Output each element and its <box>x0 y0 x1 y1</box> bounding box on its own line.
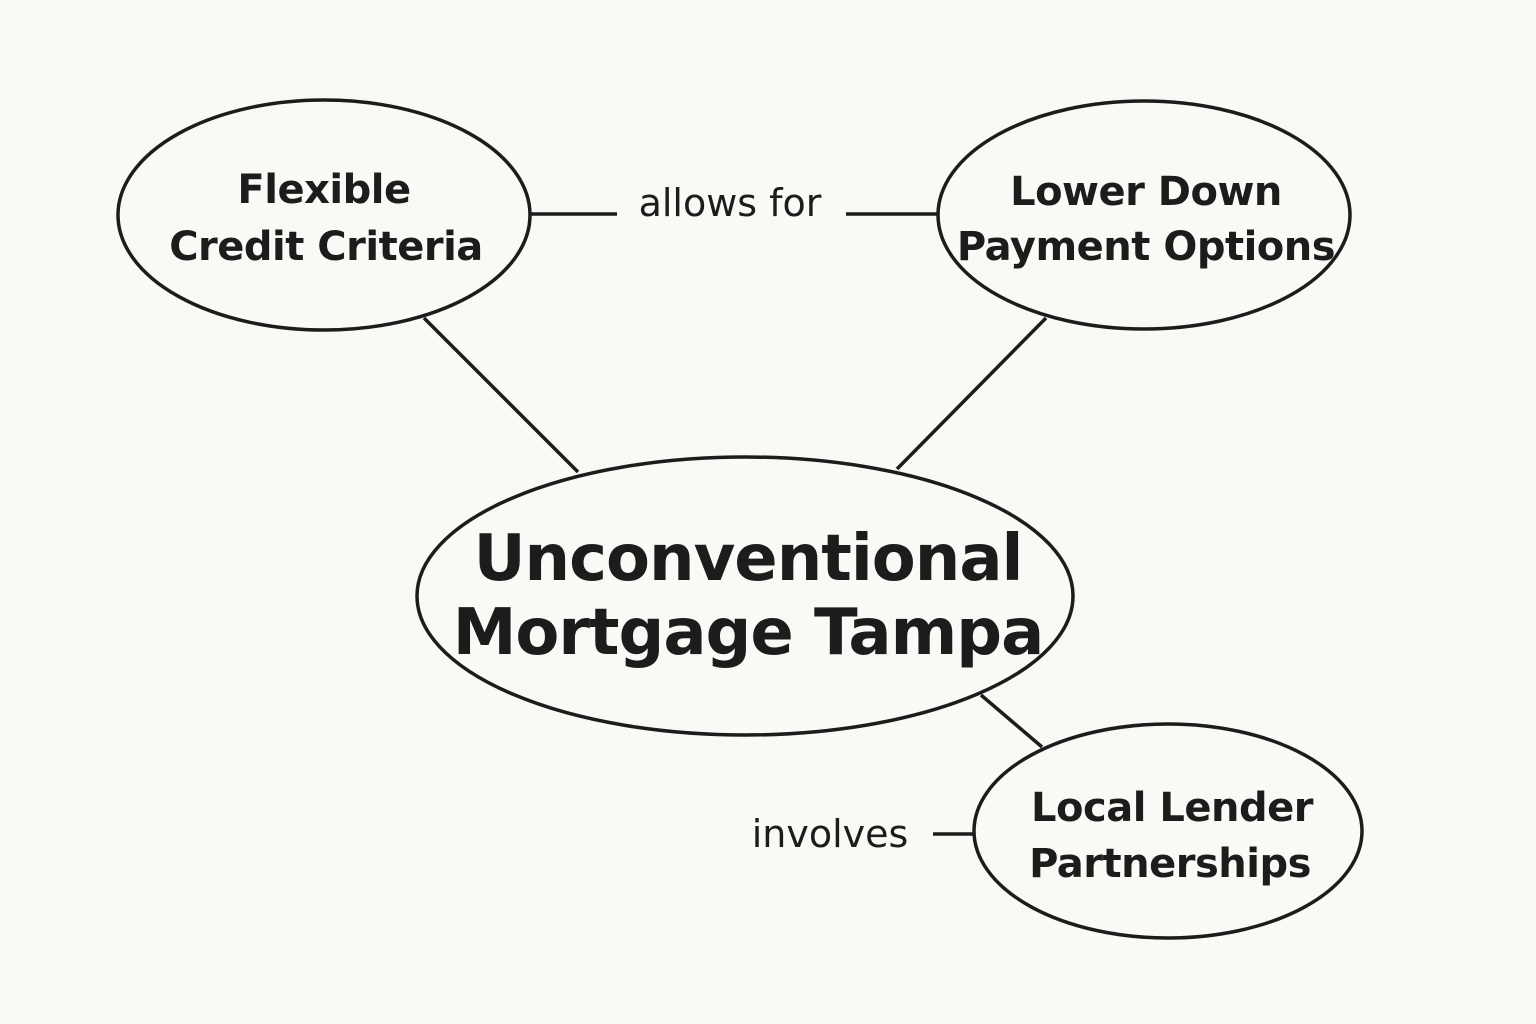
connectors <box>422 212 1048 836</box>
edge-central-local <box>979 693 1044 749</box>
node-label-line1: Local Lender <box>1031 785 1314 831</box>
node-flexible-credit-criteria: Flexible Credit Criteria <box>116 98 532 332</box>
node-label-line1: Flexible <box>237 167 410 213</box>
node-local-lender-partnerships: Local Lender Partnerships <box>972 722 1364 940</box>
node-label-line2: Partnerships <box>1029 841 1311 887</box>
node-unconventional-mortgage-tampa: Unconventional Mortgage Tampa <box>415 455 1075 737</box>
edge-flexible-central <box>422 316 580 474</box>
node-lower-down-payment-options: Lower Down Payment Options <box>936 99 1352 331</box>
node-label-line1: Lower Down <box>1010 169 1282 215</box>
edge-label-allows-for: allows for <box>639 181 822 225</box>
edge-lower-down-central <box>895 316 1048 471</box>
node-label-line2: Payment Options <box>957 224 1335 270</box>
edge-label-involves: involves <box>752 812 909 856</box>
node-label-line2: Mortgage Tampa <box>453 596 1044 670</box>
node-label-line2: Credit Criteria <box>169 224 483 270</box>
node-label-line1: Unconventional <box>474 522 1023 596</box>
